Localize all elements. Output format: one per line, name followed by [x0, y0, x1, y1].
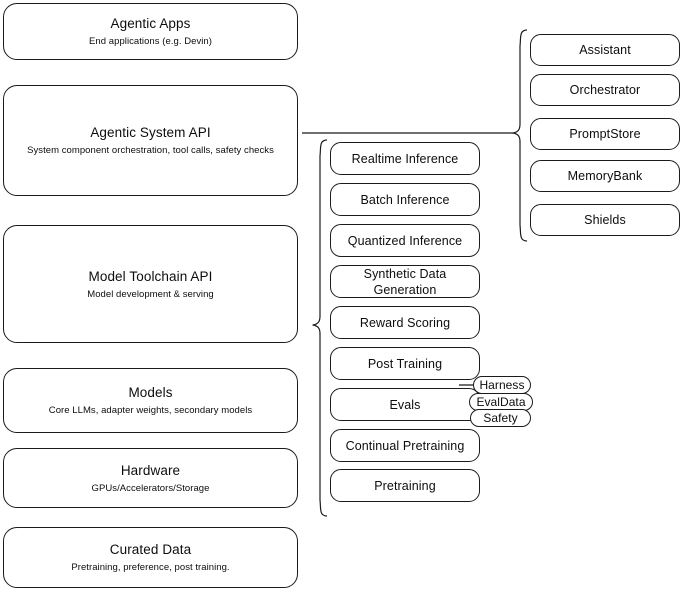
item-title: Shields [584, 213, 626, 227]
item-title: MemoryBank [567, 169, 643, 183]
item-title: Continual Pretraining [345, 438, 465, 453]
evals-tag-safety[interactable]: Safety [470, 409, 531, 427]
toolchain-item-synthetic-data-generation[interactable]: Synthetic Data Generation [330, 265, 480, 298]
layer-title: Hardware [120, 462, 181, 478]
layer-hardware[interactable]: Hardware GPUs/Accelerators/Storage [3, 448, 298, 508]
system-item-orchestrator[interactable]: Orchestrator [530, 74, 680, 106]
evals-tag-evaldata[interactable]: EvalData [469, 393, 533, 411]
layer-model-toolchain-api[interactable]: Model Toolchain API Model development & … [3, 225, 298, 343]
item-title: Assistant [579, 43, 631, 57]
layer-agentic-apps[interactable]: Agentic Apps End applications (e.g. Devi… [3, 3, 298, 60]
layer-subtitle: System component orchestration, tool cal… [27, 145, 274, 156]
pill-label: Harness [479, 378, 525, 392]
toolchain-item-pretraining[interactable]: Pretraining [330, 469, 480, 502]
toolchain-items-brace [312, 139, 328, 517]
layer-title: Models [128, 385, 173, 400]
item-title: Realtime Inference [351, 151, 459, 166]
toolchain-item-realtime-inference[interactable]: Realtime Inference [330, 142, 480, 175]
system-item-assistant[interactable]: Assistant [530, 34, 680, 66]
layer-subtitle: End applications (e.g. Devin) [89, 36, 212, 47]
layer-agentic-system-api[interactable]: Agentic System API System component orch… [3, 85, 298, 196]
pill-label: EvalData [476, 395, 526, 409]
item-title: Post Training [367, 356, 443, 371]
system-item-memorybank[interactable]: MemoryBank [530, 160, 680, 192]
layer-title: Agentic System API [90, 125, 211, 140]
pill-label: Safety [483, 411, 518, 425]
layer-subtitle: Pretraining, preference, post training. [71, 562, 230, 573]
item-title: Batch Inference [360, 192, 450, 207]
evals-tag-harness[interactable]: Harness [473, 376, 531, 394]
item-title: Pretraining [374, 478, 436, 493]
toolchain-item-evals[interactable]: Evals [330, 388, 480, 421]
system-item-shields[interactable]: Shields [530, 204, 680, 236]
layer-models[interactable]: Models Core LLMs, adapter weights, secon… [3, 368, 298, 433]
layer-title: Agentic Apps [110, 16, 191, 31]
toolchain-item-batch-inference[interactable]: Batch Inference [330, 183, 480, 216]
layer-title: Curated Data [109, 542, 192, 557]
layer-subtitle: Model development & serving [87, 288, 214, 300]
item-title: Evals [389, 397, 421, 412]
system-item-promptstore[interactable]: PromptStore [530, 118, 680, 150]
item-title: PromptStore [569, 127, 641, 141]
item-title: Quantized Inference [347, 233, 463, 248]
item-title: Reward Scoring [359, 315, 451, 330]
toolchain-item-post-training[interactable]: Post Training [330, 347, 480, 380]
layer-subtitle: Core LLMs, adapter weights, secondary mo… [48, 405, 253, 416]
layer-title: Model Toolchain API [88, 268, 213, 284]
layer-curated-data[interactable]: Curated Data Pretraining, preference, po… [3, 527, 298, 588]
item-title: Orchestrator [569, 83, 641, 97]
layer-subtitle: GPUs/Accelerators/Storage [91, 482, 210, 494]
toolchain-item-reward-scoring[interactable]: Reward Scoring [330, 306, 480, 339]
system-items-brace [512, 29, 528, 242]
toolchain-item-quantized-inference[interactable]: Quantized Inference [330, 224, 480, 257]
item-title: Synthetic Data Generation [363, 266, 447, 297]
toolchain-item-continual-pretraining[interactable]: Continual Pretraining [330, 429, 480, 462]
